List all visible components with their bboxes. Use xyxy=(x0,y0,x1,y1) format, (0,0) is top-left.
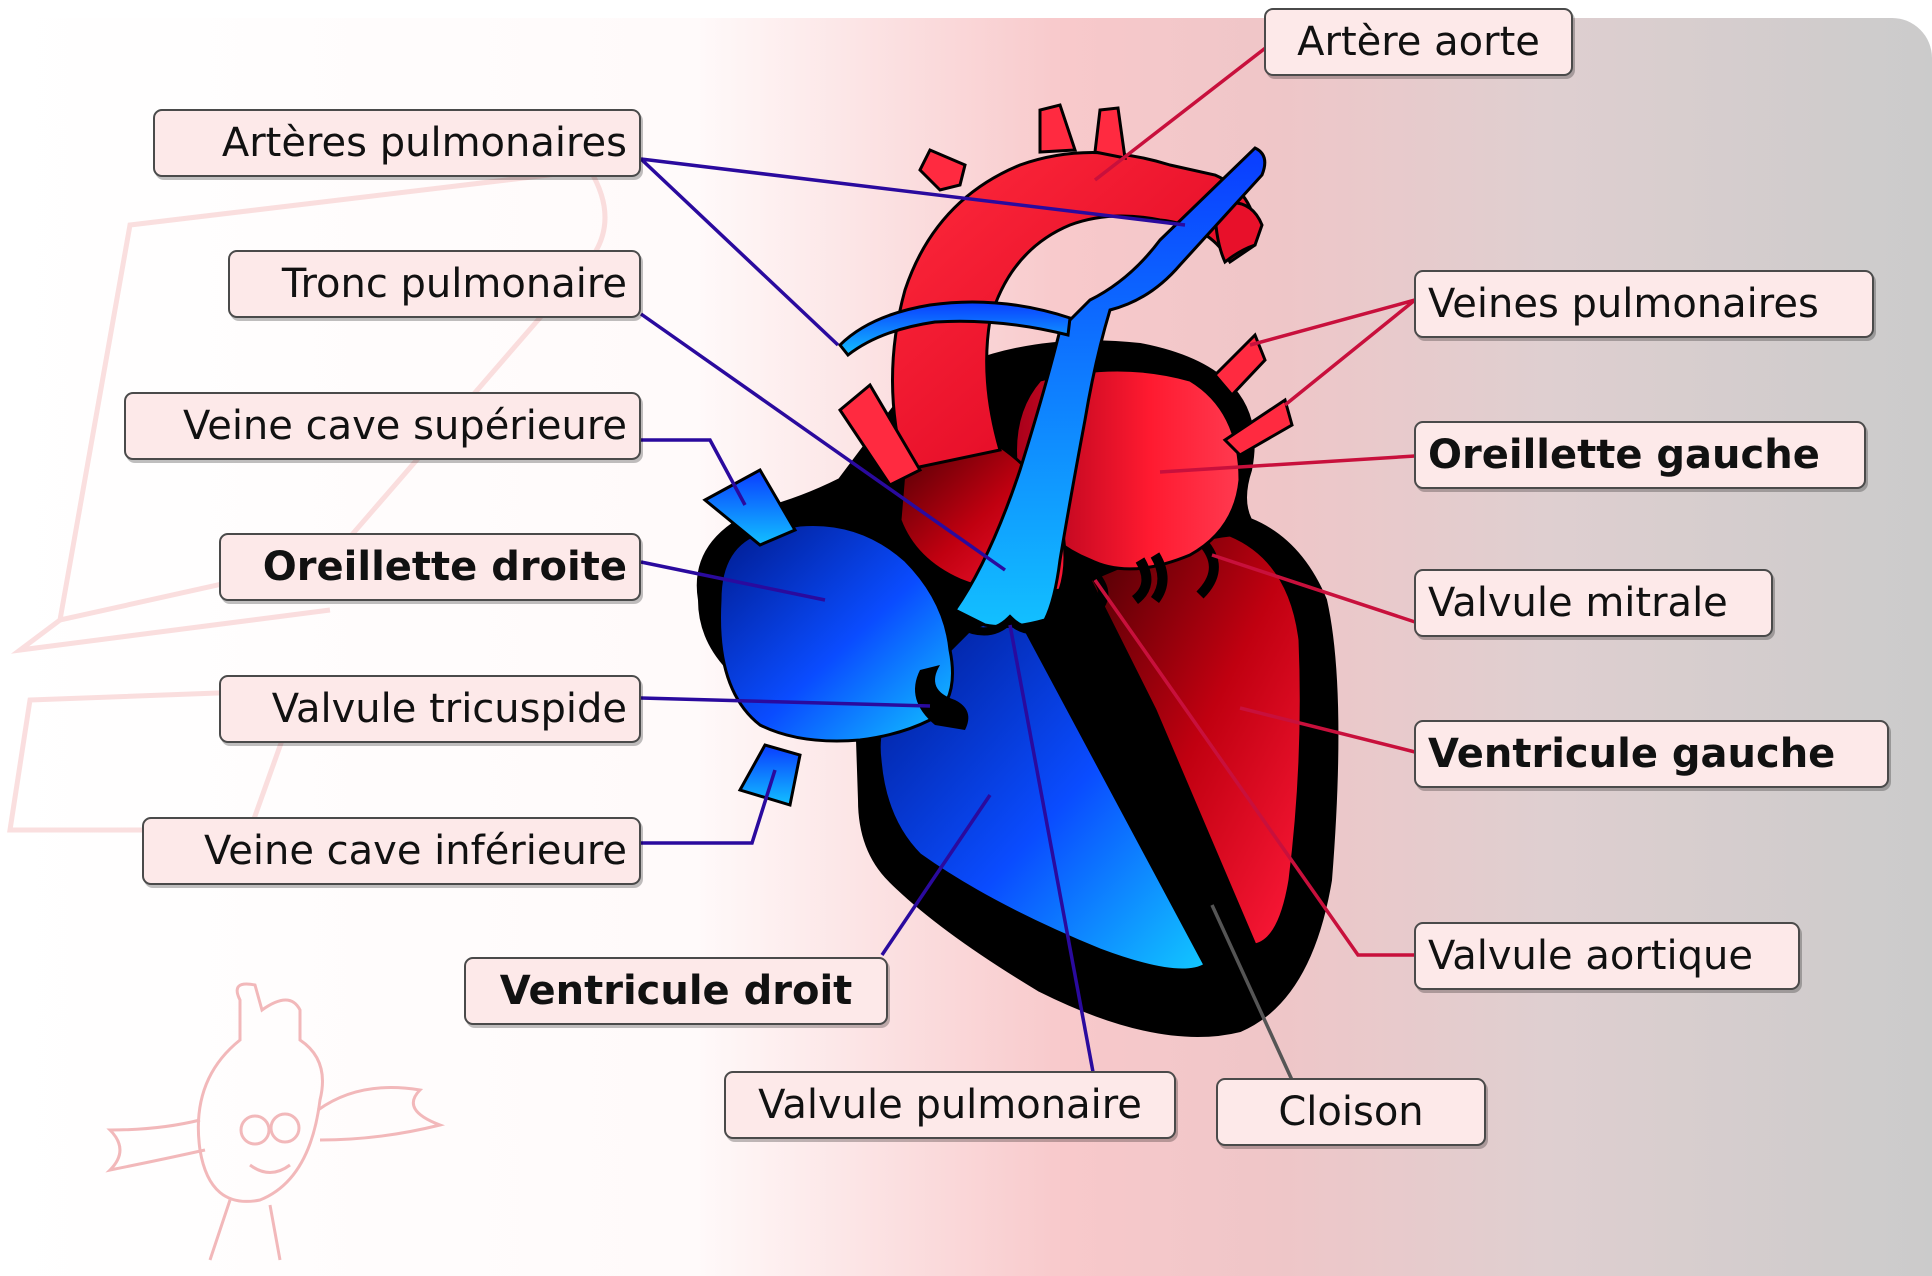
label-oreillette-droite: Oreillette droite xyxy=(219,533,641,601)
label-ventricule-gauche: Ventricule gauche xyxy=(1414,720,1889,788)
label-veine-cave-superieure: Veine cave supérieure xyxy=(124,392,641,460)
label-oreillette-gauche: Oreillette gauche xyxy=(1414,421,1866,489)
label-valvule-tricuspide: Valvule tricuspide xyxy=(219,675,641,743)
label-valvule-pulmonaire: Valvule pulmonaire xyxy=(724,1071,1176,1139)
label-valvule-aortique: Valvule aortique xyxy=(1414,922,1800,990)
label-artere-aorte: Artère aorte xyxy=(1264,8,1573,76)
label-veine-cave-inferieure: Veine cave inférieure xyxy=(142,817,641,885)
label-cloison: Cloison xyxy=(1216,1078,1486,1146)
label-tronc-pulmonaire: Tronc pulmonaire xyxy=(228,250,641,318)
label-veines-pulmonaires: Veines pulmonaires xyxy=(1414,270,1874,338)
label-valvule-mitrale: Valvule mitrale xyxy=(1414,569,1773,637)
heart-mascot-watermark xyxy=(110,984,440,1260)
aorta-branch-1 xyxy=(920,150,965,190)
aorta-branch-3 xyxy=(1095,108,1125,158)
superior-vena-cava-shape xyxy=(705,470,795,545)
aorta-branch-2 xyxy=(1040,105,1075,152)
label-ventricule-droit: Ventricule droit xyxy=(464,957,888,1025)
label-arteres-pulmonaires: Artères pulmonaires xyxy=(153,109,641,177)
inferior-vena-cava-shape xyxy=(740,745,800,805)
leader-veines-pulmonaires xyxy=(1250,300,1415,405)
